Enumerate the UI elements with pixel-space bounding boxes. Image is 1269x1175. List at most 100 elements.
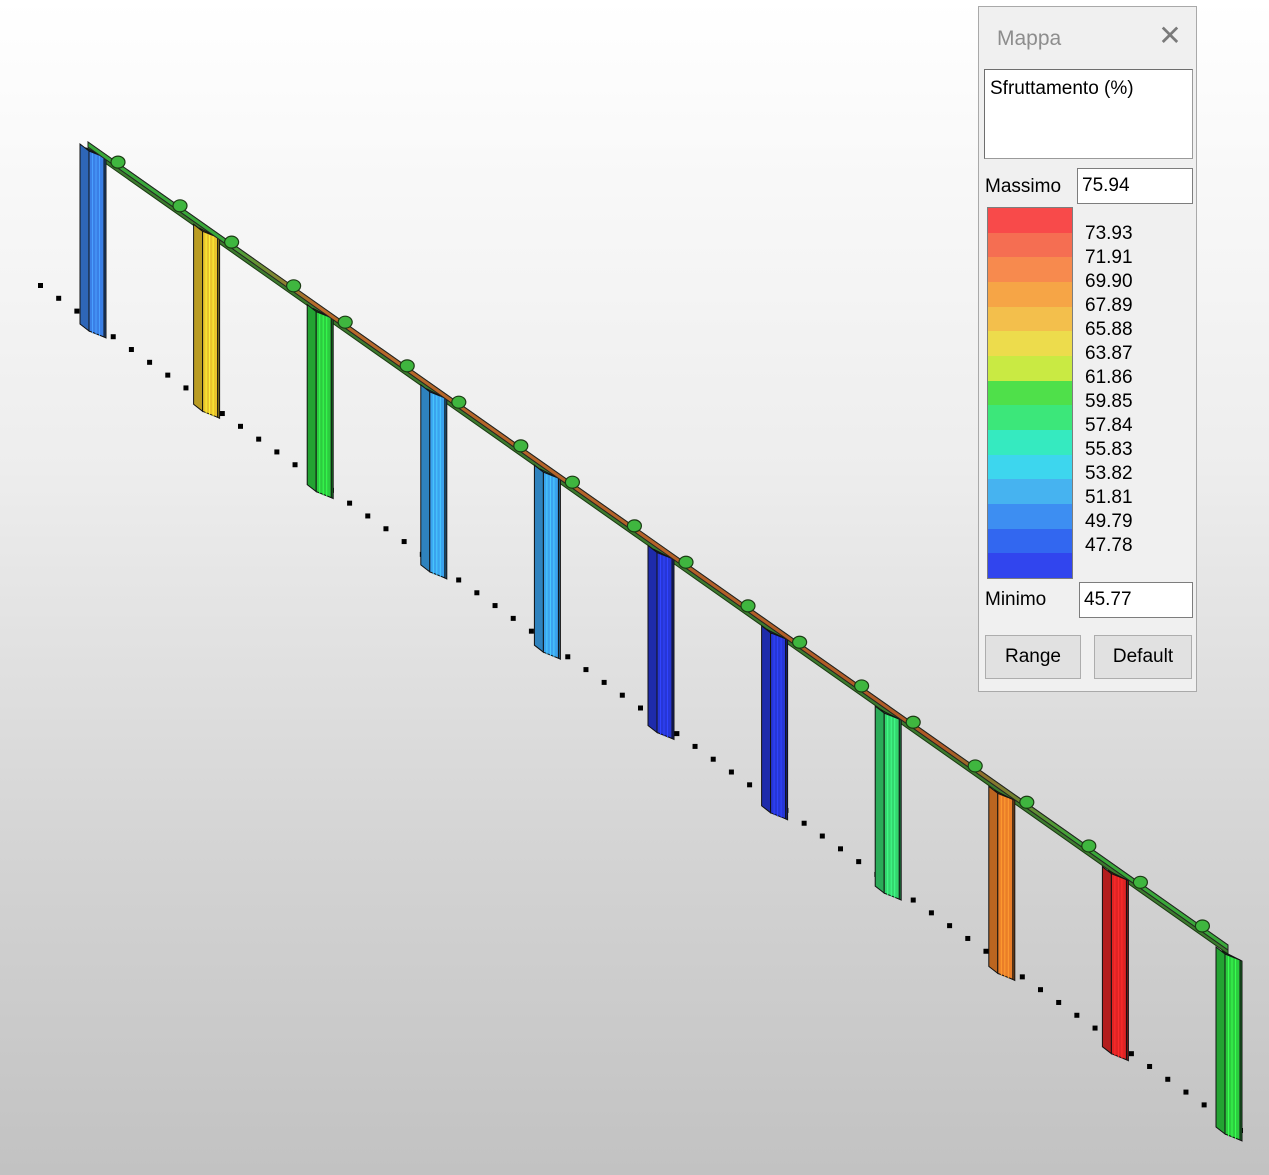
color-scale-band: [988, 405, 1072, 431]
rail-joint: [337, 315, 353, 329]
color-scale-value: 61.86: [1085, 367, 1133, 388]
ground-dot: [128, 347, 134, 353]
ground-dot: [1165, 1076, 1171, 1082]
ground-dot: [838, 846, 843, 852]
rail-joint: [678, 555, 694, 569]
color-scale-value: 63.87: [1085, 343, 1133, 364]
post-web: [533, 464, 544, 654]
color-scale-band: [988, 257, 1072, 283]
color-scale-band: [988, 282, 1072, 307]
color-scale-value: 57.84: [1085, 415, 1133, 436]
ground-dot: [692, 743, 698, 749]
color-scale-value: 49.79: [1085, 511, 1133, 532]
range-button[interactable]: Range: [985, 635, 1081, 679]
ground-dot: [565, 654, 571, 660]
ground-dot: [256, 436, 262, 442]
rail-joint: [1194, 919, 1211, 933]
rail-top: [87, 141, 1229, 951]
post-web: [988, 785, 999, 975]
max-input[interactable]: [1077, 168, 1193, 204]
color-scale-band: [988, 232, 1072, 258]
rail-joint: [740, 599, 756, 613]
color-scale-band: [988, 331, 1072, 357]
rail-joint: [564, 475, 581, 489]
post: [761, 624, 789, 821]
rail-joint: [791, 635, 808, 649]
rail-joint: [172, 199, 188, 213]
close-icon[interactable]: ✕: [1158, 20, 1182, 51]
ground-dot: [510, 615, 516, 621]
color-scale-value: 59.85: [1085, 391, 1133, 412]
color-scale-value: 47.78: [1085, 535, 1133, 556]
posts-group: [79, 142, 1243, 1142]
rail-joints: [110, 155, 1211, 933]
ground-dot: [747, 782, 753, 788]
ground-dot: [1038, 987, 1043, 993]
ground-dot: [819, 833, 825, 839]
post: [79, 142, 107, 339]
color-scale-band: [988, 356, 1072, 381]
post: [988, 785, 1016, 982]
rail-joint: [286, 279, 302, 293]
ground-dot: [1019, 974, 1025, 980]
ground-dot: [947, 923, 953, 929]
rail-joint: [1019, 795, 1035, 809]
ground-dot: [456, 577, 462, 583]
post-web: [79, 142, 90, 333]
color-scale-band: [988, 208, 1072, 233]
color-scale-band: [988, 528, 1072, 554]
ground-dot: [147, 359, 153, 365]
ground-dot: [965, 935, 971, 941]
post: [193, 223, 221, 420]
ground-dot: [1128, 1051, 1134, 1057]
color-scale-value: 55.83: [1085, 439, 1133, 460]
ground-dot: [474, 590, 480, 596]
color-scale-band: [988, 553, 1072, 579]
default-button[interactable]: Default: [1094, 635, 1192, 679]
color-scale-band: [988, 430, 1072, 455]
post: [420, 383, 448, 580]
ground-dot: [528, 628, 534, 634]
post: [533, 464, 561, 661]
post-web: [647, 544, 658, 734]
color-scale-band: [988, 479, 1072, 505]
rail-joint: [513, 439, 529, 453]
ground-dot: [383, 526, 389, 532]
color-scale-value: 53.82: [1085, 463, 1133, 484]
ground-dot: [365, 513, 371, 519]
rail-joint: [399, 359, 415, 373]
color-scale-value: 73.93: [1085, 223, 1133, 244]
ground-dot: [219, 411, 225, 417]
rail-joint: [905, 715, 921, 729]
ground-dot: [1092, 1025, 1098, 1031]
post-web: [420, 383, 431, 573]
top-rail-beam-upper: [87, 141, 1229, 951]
ground-dot: [238, 423, 243, 429]
post-web: [1215, 945, 1226, 1136]
rail-joint: [1081, 839, 1097, 853]
quantity-label: Sfruttamento (%): [990, 78, 1134, 99]
color-scale-band: [988, 454, 1072, 480]
ground-dot: [274, 449, 280, 455]
color-scale-value: 69.90: [1085, 271, 1133, 292]
ground-dot: [183, 385, 189, 391]
ground-dot: [110, 334, 116, 340]
min-input[interactable]: [1079, 582, 1193, 618]
quantity-display[interactable]: Sfruttamento (%): [984, 69, 1193, 159]
ground-dot: [1074, 1012, 1080, 1018]
ground-dot: [619, 692, 625, 698]
ground-dot: [638, 705, 643, 711]
post: [874, 705, 902, 901]
ground-dot: [928, 910, 934, 916]
color-scale-band: [988, 504, 1072, 529]
ground-dot: [492, 603, 498, 609]
post: [1215, 945, 1243, 1142]
map-panel: Mappa ✕ Sfruttamento (%) Massimo 73.9371…: [978, 6, 1197, 692]
post: [647, 544, 675, 741]
rail-joint: [451, 395, 467, 409]
post-web: [761, 624, 772, 814]
post-web: [1101, 865, 1112, 1055]
ground-dot: [674, 731, 680, 737]
rail-joint: [967, 759, 983, 773]
